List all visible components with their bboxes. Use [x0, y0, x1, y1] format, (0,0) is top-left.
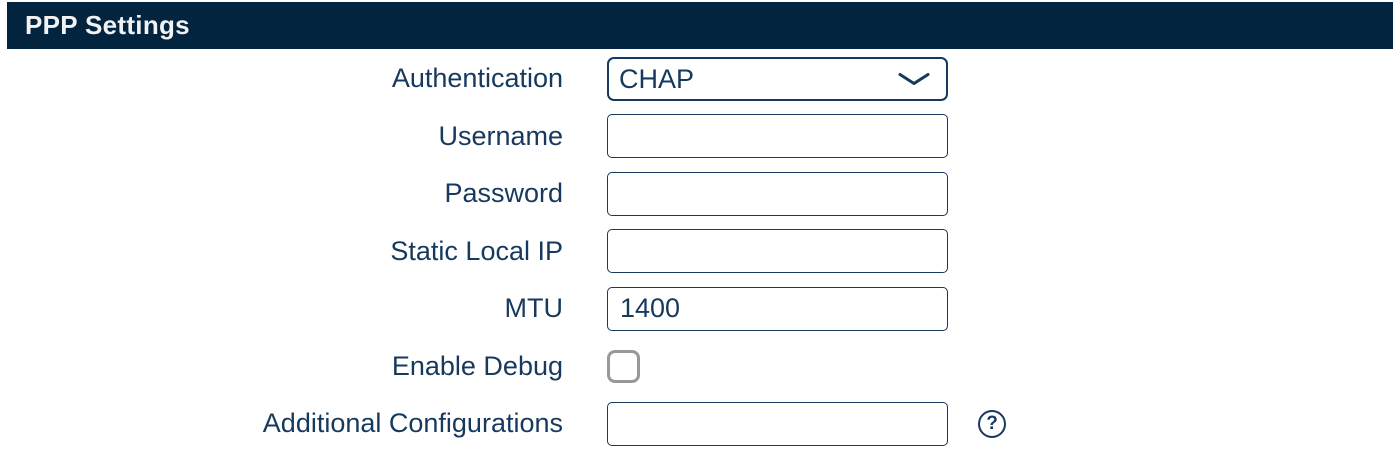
panel-header: PPP Settings	[7, 2, 1393, 49]
password-input[interactable]	[607, 171, 948, 216]
form-row-static-local-ip: Static Local IP	[0, 223, 1398, 281]
form-row-authentication: Authentication CHAP	[0, 50, 1398, 108]
authentication-select[interactable]: CHAP	[607, 56, 948, 101]
panel-title: PPP Settings	[25, 10, 190, 40]
static-local-ip-input[interactable]	[607, 229, 948, 274]
enable-debug-checkbox[interactable]	[607, 349, 640, 383]
mtu-input[interactable]	[607, 286, 948, 331]
username-input[interactable]	[607, 114, 948, 159]
form-row-mtu: MTU	[0, 280, 1398, 338]
form-row-enable-debug: Enable Debug	[0, 338, 1398, 396]
password-label: Password	[444, 178, 563, 209]
static-local-ip-label: Static Local IP	[390, 235, 563, 266]
form-row-password: Password	[0, 165, 1398, 223]
help-icon[interactable]: ?	[978, 409, 1006, 438]
form-row-username: Username	[0, 108, 1398, 166]
authentication-label: Authentication	[391, 63, 563, 94]
username-label: Username	[438, 120, 563, 151]
form-row-additional-configurations: Additional Configurations ?	[0, 395, 1398, 453]
additional-configurations-label: Additional Configurations	[262, 408, 563, 439]
additional-configurations-input[interactable]	[607, 401, 948, 446]
ppp-settings-form: Authentication CHAP Username Password	[0, 50, 1398, 453]
mtu-label: MTU	[504, 293, 563, 324]
enable-debug-label: Enable Debug	[391, 350, 563, 381]
